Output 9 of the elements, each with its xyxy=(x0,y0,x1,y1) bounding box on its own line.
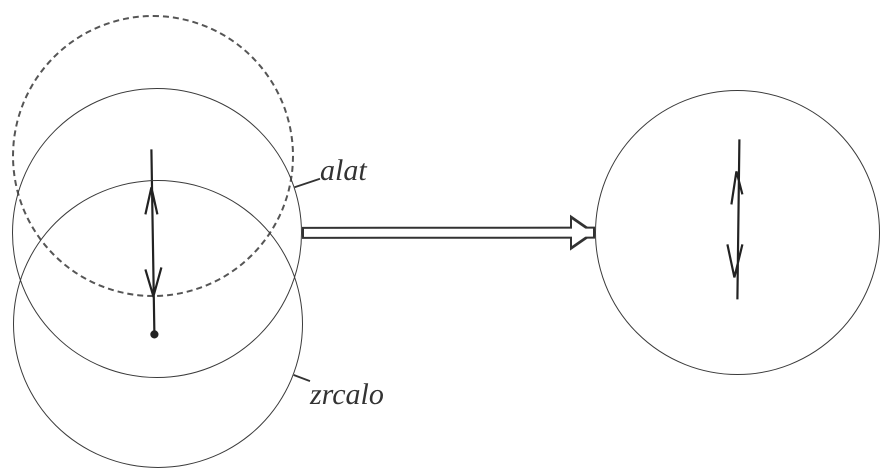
leader-line xyxy=(294,178,320,188)
part-label: alat xyxy=(320,156,367,186)
circle xyxy=(13,180,303,468)
circle xyxy=(12,88,302,378)
part-label: zrcalo xyxy=(310,380,384,410)
dashed-circle xyxy=(12,15,294,297)
leader-line xyxy=(293,374,310,382)
double-arrow xyxy=(302,214,596,251)
circle xyxy=(595,90,880,375)
